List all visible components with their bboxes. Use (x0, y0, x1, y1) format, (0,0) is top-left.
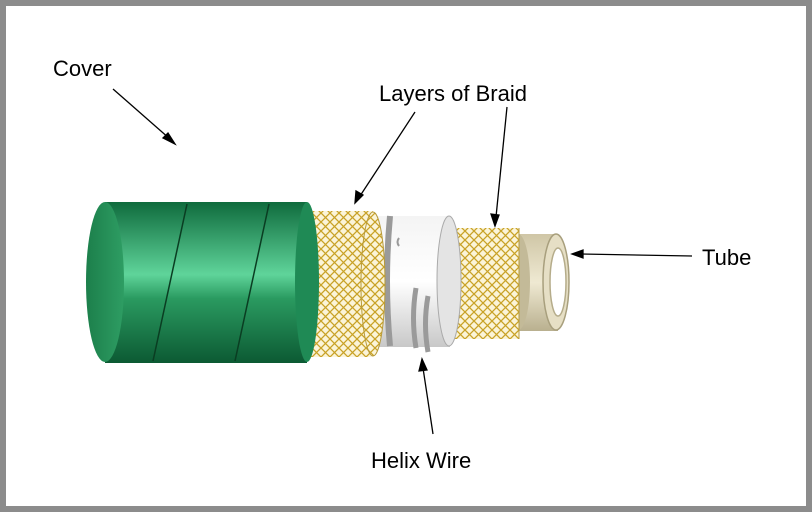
braid-arrow-inner (495, 106, 508, 218)
braid-arrow-outer (359, 111, 416, 197)
hose-cutaway-diagram (86, 88, 693, 435)
cover-label: Cover (53, 56, 112, 81)
cover-arrow (112, 88, 171, 140)
cover-layer (86, 202, 319, 363)
tube-arrow (580, 253, 693, 257)
layers-of-braid-label: Layers of Braid (379, 81, 527, 106)
helix-wire-label: Helix Wire (371, 448, 472, 473)
leader-arrows (112, 88, 693, 435)
tube-label: Tube (702, 245, 752, 270)
helix-arrow (422, 367, 434, 435)
